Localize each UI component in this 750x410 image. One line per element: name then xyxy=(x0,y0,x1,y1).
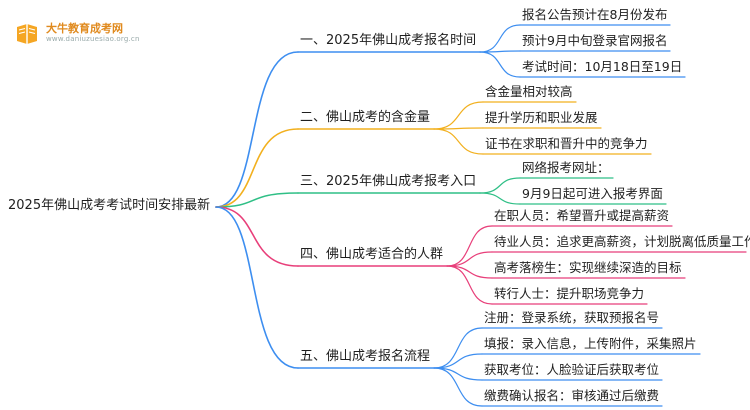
branch-connector xyxy=(215,128,299,208)
leaf-connector xyxy=(433,101,484,130)
leaf-item: 在职人员：希望晋升或提高薪资 xyxy=(494,208,670,223)
leaf-connector xyxy=(433,367,483,381)
leaf-item: 填报：录入信息，上传附件，采集照片 xyxy=(484,336,697,351)
leaf-item: 注册：登录系统，获取预报名号 xyxy=(484,310,660,325)
branch-connector xyxy=(215,192,299,208)
branch-value: 二、佛山成考的含金量 xyxy=(300,110,431,125)
branch-entry: 三、2025年佛山成考报考入口 xyxy=(300,174,477,189)
leaf-connector xyxy=(433,353,483,369)
leaf-item: 报名公告预计在8月份发布 xyxy=(522,7,668,22)
leaf-item: 9月9日起可进入报考界面 xyxy=(522,186,663,201)
leaf-connector xyxy=(433,367,483,407)
leaf-item: 提升学历和职业发展 xyxy=(485,110,598,125)
leaf-item: 待业人员：追求更高薪资，计划脱离低质量工作 xyxy=(494,234,750,249)
site-logo: 大牛教育成考网 www.daniuzuesiao.org.cn xyxy=(14,18,139,48)
leaf-item: 转行人士：提升职场竞争力 xyxy=(494,286,645,301)
leaf-item: 网络报考网址： xyxy=(522,160,610,175)
leaf-item: 获取考位：人脸验证后获取考位 xyxy=(484,362,660,377)
leaf-connector xyxy=(433,327,483,369)
leaf-item: 考试时间：10月18日至19日 xyxy=(522,59,683,74)
branch-process: 五、佛山成考报名流程 xyxy=(300,349,431,364)
branch-connector xyxy=(215,206,299,369)
leaf-item: 证书在求职和晋升中的竞争力 xyxy=(485,136,648,151)
leaf-connector xyxy=(446,251,493,267)
leaf-item: 含金量相对较高 xyxy=(485,84,573,99)
branch-connector xyxy=(215,206,299,267)
root-topic: 2025年佛山成考考试时间安排最新 xyxy=(8,198,211,213)
leaf-connector xyxy=(433,127,484,130)
book-icon xyxy=(17,24,37,44)
leaf-connector xyxy=(446,265,493,279)
leaf-connector xyxy=(479,51,521,78)
leaf-connector xyxy=(446,265,493,305)
leaf-connector xyxy=(446,225,493,267)
leaf-item: 缴费确认报名：审核通过后缴费 xyxy=(484,388,660,403)
leaf-connector xyxy=(479,24,521,53)
leaf-connector xyxy=(433,128,484,155)
logo-url: www.daniuzuesiao.org.cn xyxy=(46,35,140,43)
leaf-item: 高考落榜生：实现继续深造的目标 xyxy=(494,260,682,275)
leaf-connector xyxy=(479,192,521,205)
leaf-connector xyxy=(479,177,521,194)
branch-registration-time: 一、2025年佛山成考报名时间 xyxy=(300,33,477,48)
branch-connector xyxy=(215,51,299,208)
branch-audience: 四、佛山成考适合的人群 xyxy=(300,247,444,262)
logo-name: 大牛教育成考网 xyxy=(46,22,123,35)
leaf-item: 预计9月中旬登录官网报名 xyxy=(522,33,668,48)
